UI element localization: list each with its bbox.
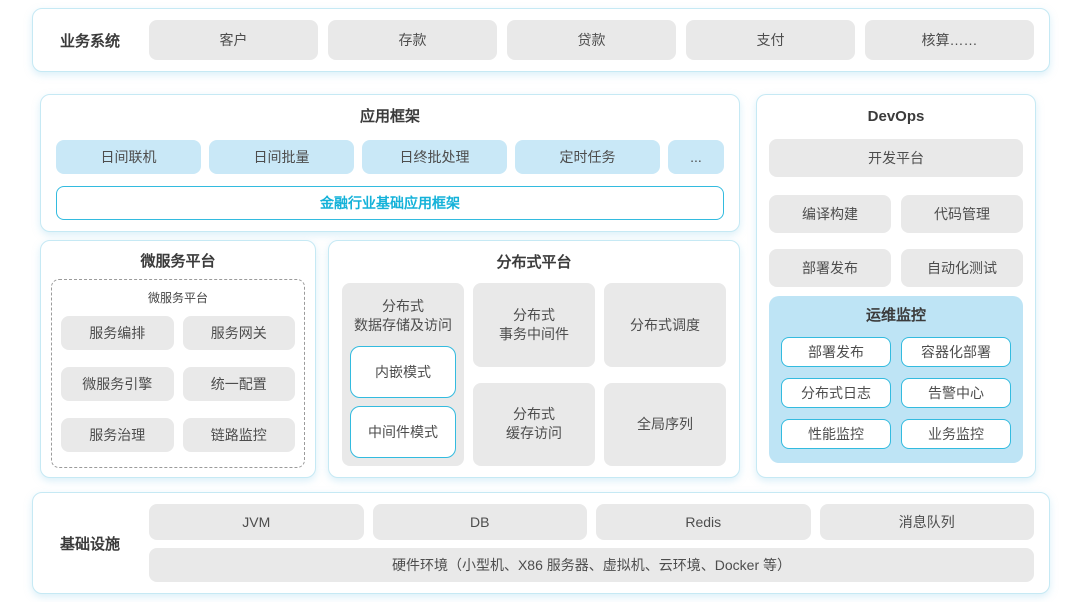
microservice-inner-box: 微服务平台 服务编排 服务网关 微服务引擎 统一配置 服务治理 链路监控 — [51, 279, 305, 468]
monitor-block-distributed-log: 分布式日志 — [781, 378, 891, 408]
dist-storage-modes: 内嵌模式 中间件模式 — [350, 345, 456, 458]
business-block-loan: 贷款 — [507, 20, 676, 60]
monitor-block-business: 业务监控 — [901, 419, 1011, 449]
micro-block-engine: 微服务引擎 — [61, 367, 174, 401]
app-framework-title: 应用框架 — [359, 108, 420, 125]
dist-mode-embedded: 内嵌模式 — [350, 345, 456, 398]
devops-block-auto-test: 自动化测试 — [901, 249, 1023, 287]
infrastructure-row: JVM DB Redis 消息队列 — [149, 504, 1034, 540]
devops-dev-platform: 开发平台 — [769, 139, 1023, 177]
devops-block-build: 编译构建 — [769, 195, 891, 233]
infra-block-db: DB — [372, 504, 587, 540]
monitor-block-deploy: 部署发布 — [781, 337, 891, 367]
infra-block-mq: 消息队列 — [819, 504, 1034, 540]
micro-block-tracing: 链路监控 — [182, 418, 295, 452]
infrastructure-panel: 基础设施 JVM DB Redis 消息队列 硬件环境（小型机、X86 服务器、… — [32, 492, 1050, 594]
dist-storage-card: 分布式 数据存储及访问 内嵌模式 中间件模式 — [342, 283, 464, 466]
infra-block-jvm: JVM — [149, 504, 364, 540]
dist-storage-label: 分布式 数据存储及访问 — [354, 298, 452, 333]
business-block-customer: 客户 — [149, 20, 318, 60]
dist-block-transaction-middleware: 分布式 事务中间件 — [473, 283, 595, 367]
infra-hardware-env: 硬件环境（小型机、X86 服务器、虚拟机、云环境、Docker 等） — [149, 548, 1034, 582]
business-systems-row: 客户 存款 贷款 支付 核算…… — [149, 20, 1034, 60]
devops-grid: 编译构建 代码管理 部署发布 自动化测试 — [769, 195, 1023, 287]
micro-block-gateway: 服务网关 — [182, 316, 295, 350]
af-base-framework: 金融行业基础应用框架 — [56, 186, 724, 220]
af-block-more: ... — [668, 140, 724, 174]
dist-block-scheduling: 分布式调度 — [604, 283, 726, 367]
af-block-scheduled-tasks: 定时任务 — [515, 140, 660, 174]
microservice-platform-title: 微服务平台 — [140, 253, 216, 270]
micro-block-governance: 服务治理 — [61, 418, 174, 452]
infrastructure-label: 基础设施 — [59, 535, 120, 553]
infrastructure-content: JVM DB Redis 消息队列 硬件环境（小型机、X86 服务器、虚拟机、云… — [149, 504, 1034, 582]
business-systems-label: 业务系统 — [59, 32, 120, 50]
af-block-daytime-batch: 日间批量 — [209, 140, 354, 174]
micro-block-config: 统一配置 — [182, 367, 295, 401]
monitor-block-alert-center: 告警中心 — [901, 378, 1011, 408]
distributed-grid: 分布式 数据存储及访问 内嵌模式 中间件模式 分布式 事务中间件 分布式调度 分… — [342, 283, 726, 466]
microservice-platform-panel: 微服务平台 微服务平台 服务编排 服务网关 微服务引擎 统一配置 服务治理 链路… — [40, 240, 316, 478]
business-block-accounting: 核算…… — [865, 20, 1034, 60]
microservice-grid: 服务编排 服务网关 微服务引擎 统一配置 服务治理 链路监控 — [61, 316, 295, 452]
devops-panel: DevOps 开发平台 编译构建 代码管理 部署发布 自动化测试 运维监控 部署… — [756, 94, 1036, 478]
business-block-payment: 支付 — [686, 20, 855, 60]
business-systems-panel: 业务系统 客户 存款 贷款 支付 核算…… — [32, 8, 1050, 72]
dist-block-global-sequence: 全局序列 — [604, 382, 726, 466]
microservice-inner-title: 微服务平台 — [147, 291, 208, 305]
af-block-eod-batch: 日终批处理 — [362, 140, 507, 174]
devops-block-code-mgmt: 代码管理 — [901, 195, 1023, 233]
monitor-block-container-deploy: 容器化部署 — [901, 337, 1011, 367]
distributed-platform-title: 分布式平台 — [496, 254, 572, 271]
app-framework-row: 日间联机 日间批量 日终批处理 定时任务 ... — [56, 140, 724, 174]
ops-monitoring-grid: 部署发布 容器化部署 分布式日志 告警中心 性能监控 业务监控 — [781, 337, 1011, 449]
devops-block-deploy: 部署发布 — [769, 249, 891, 287]
ops-monitoring-title: 运维监控 — [865, 307, 926, 324]
devops-title: DevOps — [867, 108, 925, 125]
monitor-block-performance: 性能监控 — [781, 419, 891, 449]
app-framework-panel: 应用框架 日间联机 日间批量 日终批处理 定时任务 ... 金融行业基础应用框架 — [40, 94, 740, 232]
dist-mode-middleware: 中间件模式 — [350, 405, 456, 458]
ops-monitoring-box: 运维监控 部署发布 容器化部署 分布式日志 告警中心 性能监控 业务监控 — [769, 296, 1023, 463]
distributed-platform-panel: 分布式平台 分布式 数据存储及访问 内嵌模式 中间件模式 分布式 事务中间件 分… — [328, 240, 740, 478]
dist-block-cache-access: 分布式 缓存访问 — [473, 382, 595, 466]
infra-block-redis: Redis — [596, 504, 811, 540]
micro-block-orchestration: 服务编排 — [61, 316, 174, 350]
business-block-deposit: 存款 — [328, 20, 497, 60]
af-block-daytime-online: 日间联机 — [56, 140, 201, 174]
